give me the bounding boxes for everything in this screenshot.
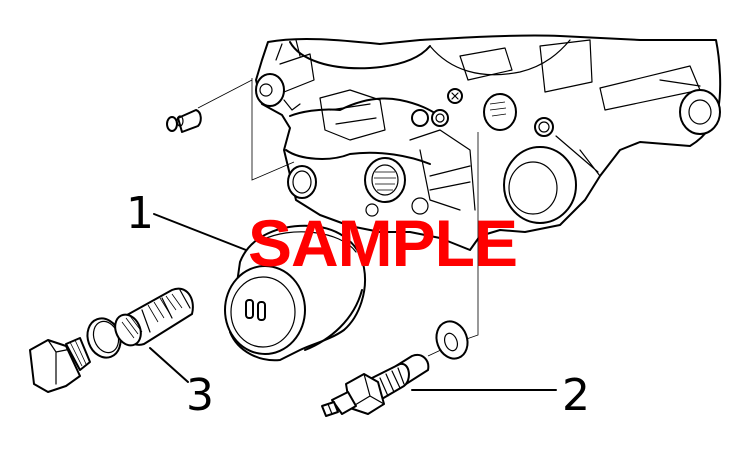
callout-2-label: 2 — [562, 370, 590, 421]
callout-1-label: 1 — [126, 188, 154, 239]
strainer-illustration — [29, 287, 194, 393]
callout-1-leader — [153, 213, 247, 251]
sample-watermark: SAMPLE — [248, 206, 518, 280]
sensor-illustration — [321, 320, 469, 417]
callout-3-leader — [149, 347, 189, 383]
callout-leaders — [149, 213, 557, 391]
oil-filter-illustration — [224, 224, 366, 362]
small-plug-illustration — [166, 79, 253, 133]
engine-housing-illustration — [251, 34, 722, 343]
callout-3-label: 3 — [186, 370, 214, 421]
